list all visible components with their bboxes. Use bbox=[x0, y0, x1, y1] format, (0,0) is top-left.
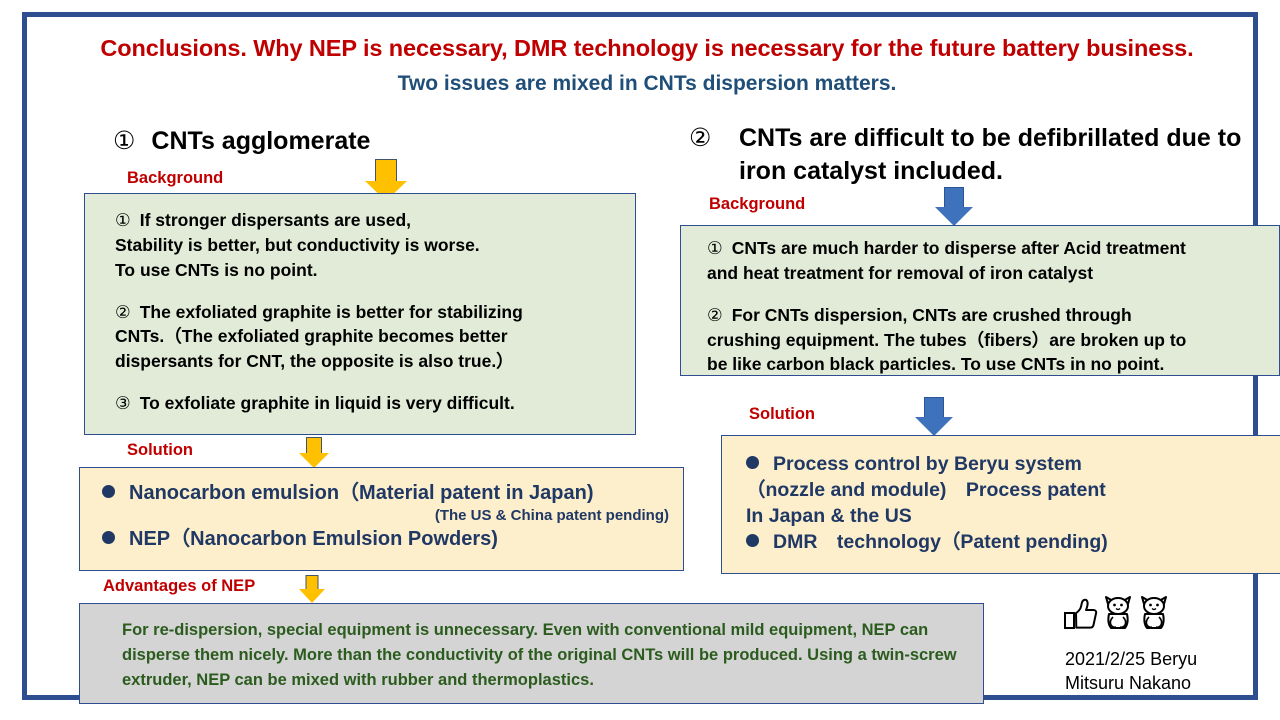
right-solution-label: Solution bbox=[749, 405, 815, 423]
left-solution-item-1: Nanocarbon emulsion（Material patent in J… bbox=[129, 482, 594, 504]
right-column-heading: ② CNTs are difficult to be defibrillated … bbox=[689, 122, 1269, 187]
date-company: 2021/2/25 Beryu bbox=[1065, 649, 1198, 669]
list-marker: ③ bbox=[115, 393, 131, 414]
bullet-icon bbox=[102, 531, 115, 545]
list-item: CNTs are much harder to disperse after A… bbox=[707, 238, 1186, 283]
down-arrow-icon bbox=[935, 187, 973, 227]
list-item: The exfoliated graphite is better for st… bbox=[115, 301, 523, 372]
bullet-icon bbox=[746, 456, 759, 469]
list-item: To exfoliate graphite in liquid is very … bbox=[139, 393, 515, 414]
left-column-heading-text: CNTs agglomerate bbox=[151, 127, 371, 155]
left-column-number: ① bbox=[113, 127, 136, 155]
down-arrow-icon bbox=[299, 575, 325, 604]
left-solution-subnote: (The US & China patent pending) bbox=[434, 507, 669, 524]
signature-block: 2021/2/25 Beryu Mitsuru Nakano bbox=[1065, 647, 1197, 696]
left-background-label: Background bbox=[127, 169, 224, 187]
list-item: For CNTs dispersion, CNTs are crushed th… bbox=[707, 304, 1187, 375]
advantages-box: For re-dispersion, special equipment is … bbox=[79, 603, 984, 704]
page-subtitle: Two issues are mixed in CNTs dispersion … bbox=[397, 72, 897, 95]
list-marker: ① bbox=[707, 238, 723, 258]
right-solution-line-2: （nozzle and module) Process patent bbox=[746, 478, 1106, 501]
bullet-icon bbox=[746, 533, 759, 547]
thumbs-up-icon bbox=[1064, 598, 1098, 629]
lucky-cat-icon bbox=[1141, 596, 1167, 629]
right-background-label: Background bbox=[709, 195, 806, 213]
right-column-heading-text: CNTs are difficult to be defibrillated d… bbox=[739, 124, 1242, 185]
list-marker: ② bbox=[707, 304, 723, 325]
list-item: Process control by Beryu system bbox=[746, 452, 1266, 478]
lucky-cat-icon bbox=[1105, 596, 1131, 629]
list-item: If stronger dispersants are used, Stabil… bbox=[115, 210, 480, 280]
list-marker: ② bbox=[115, 301, 131, 322]
left-solution-item-2: NEP（Nanocarbon Emulsion Powders) bbox=[129, 528, 498, 551]
right-solution-line-3: In Japan & the US bbox=[746, 504, 912, 527]
slide-frame: Conclusions. Why NEP is necessary, DMR t… bbox=[22, 12, 1280, 704]
footer-icons bbox=[1061, 595, 1171, 631]
left-column-heading: ① CNTs agglomerate bbox=[113, 125, 370, 158]
bullet-icon bbox=[102, 485, 115, 498]
right-solution-text: Process control by Beryu system （nozzle … bbox=[746, 452, 1266, 556]
list-item: NEP（Nanocarbon Emulsion Powders) bbox=[102, 526, 677, 553]
list-marker: ① bbox=[115, 210, 131, 230]
left-solution-box: Nanocarbon emulsion（Material patent in J… bbox=[79, 467, 684, 571]
advantages-label: Advantages of NEP bbox=[103, 577, 256, 595]
right-solution-box: Process control by Beryu system （nozzle … bbox=[721, 435, 1280, 574]
down-arrow-icon bbox=[915, 397, 953, 437]
left-solution-text: Nanocarbon emulsion（Material patent in J… bbox=[102, 480, 677, 553]
right-solution-line-1: Process control by Beryu system bbox=[773, 453, 1082, 475]
right-column-number: ② bbox=[689, 124, 712, 152]
author-name: Mitsuru Nakano bbox=[1065, 673, 1192, 694]
advantages-text: For re-dispersion, special equipment is … bbox=[122, 621, 957, 689]
left-solution-label: Solution bbox=[127, 441, 193, 459]
page-title: Conclusions. Why NEP is necessary, DMR t… bbox=[100, 35, 1194, 61]
down-arrow-icon bbox=[299, 437, 329, 469]
right-solution-line-4: DMR technology（Patent pending) bbox=[773, 530, 1108, 553]
list-item: Nanocarbon emulsion（Material patent in J… bbox=[102, 480, 677, 507]
list-item: DMR technology（Patent pending) bbox=[746, 530, 1266, 556]
